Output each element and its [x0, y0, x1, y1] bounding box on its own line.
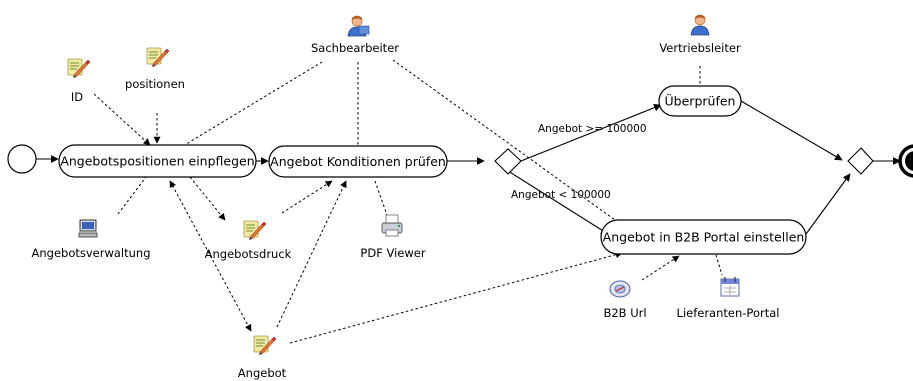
- label-b2b-url: B2B Url: [603, 306, 646, 320]
- label-sachbearbeiter: Sachbearbeiter: [311, 41, 399, 55]
- assoc-angebot-t4: [289, 251, 623, 344]
- start-event[interactable]: [7, 144, 37, 174]
- condition-label-high: Angebot >= 100000: [538, 123, 647, 135]
- url-link-icon[interactable]: [609, 280, 631, 298]
- assoc-sachbearbeiter-t4: [392, 59, 616, 221]
- person-icon[interactable]: [347, 15, 370, 37]
- calendar-icon[interactable]: [720, 277, 740, 297]
- assoc-angebot-t2: [276, 180, 347, 328]
- flow-gateway-to-t4: [507, 170, 609, 235]
- task-label: Angebot in B2B Portal einstellen: [603, 230, 805, 245]
- label-lieferanten-portal: Lieferanten-Portal: [677, 306, 780, 320]
- assoc-t2-pdfviewer: [374, 180, 388, 216]
- exclusive-gateway-split[interactable]: [494, 148, 522, 175]
- assoc-sachbearbeiter-t1: [182, 61, 323, 147]
- task-b2b-portal[interactable]: Angebot in B2B Portal einstellen: [600, 219, 807, 255]
- document-pencil-icon[interactable]: [253, 335, 277, 356]
- condition-label-low: Angebot < 100000: [511, 189, 611, 201]
- end-event[interactable]: [898, 144, 913, 178]
- flow-t4-to-merge: [805, 173, 851, 235]
- exclusive-gateway-merge[interactable]: [847, 147, 874, 175]
- label-angebot: Angebot: [238, 366, 287, 380]
- label-vertriebsleiter: Vertriebsleiter: [659, 41, 741, 55]
- person-icon[interactable]: [690, 14, 710, 36]
- assoc-angebotsverwaltung-t1: [117, 176, 147, 215]
- task-label: Angebotspositionen einpflegen: [60, 154, 254, 169]
- assoc-t1-angebot: [169, 180, 252, 332]
- associations: [93, 59, 723, 344]
- assoc-b2burl-t4: [641, 255, 680, 281]
- task-ueberpruefen[interactable]: Überprüfen: [658, 85, 742, 117]
- task-angebotspositionen[interactable]: Angebotspositionen einpflegen: [58, 144, 257, 178]
- computer-icon[interactable]: [78, 219, 98, 238]
- label-id: ID: [71, 90, 83, 104]
- assoc-angebotsdruck-t2: [281, 180, 333, 214]
- label-pdf-viewer: PDF Viewer: [360, 246, 425, 260]
- task-konditionen-pruefen[interactable]: Angebot Konditionen prüfen: [268, 145, 448, 178]
- document-pencil-icon[interactable]: [67, 58, 91, 79]
- assoc-t4-lieferanten: [715, 254, 723, 276]
- sequence-flows: [36, 100, 901, 235]
- task-label: Angebot Konditionen prüfen: [270, 154, 446, 169]
- flow-gateway-to-t3: [520, 103, 662, 162]
- task-label: Überprüfen: [665, 93, 736, 109]
- label-angebotsdruck: Angebotsdruck: [205, 247, 292, 261]
- label-positionen: positionen: [125, 77, 185, 91]
- document-pencil-icon[interactable]: [146, 47, 170, 68]
- flow-t3-to-merge: [740, 100, 843, 161]
- document-pencil-icon[interactable]: [243, 220, 267, 241]
- assoc-id-t1: [93, 93, 151, 146]
- label-angebotsverwaltung: Angebotsverwaltung: [31, 246, 150, 260]
- assoc-t1-angebotsdruck: [189, 176, 226, 221]
- printer-icon[interactable]: [381, 214, 403, 237]
